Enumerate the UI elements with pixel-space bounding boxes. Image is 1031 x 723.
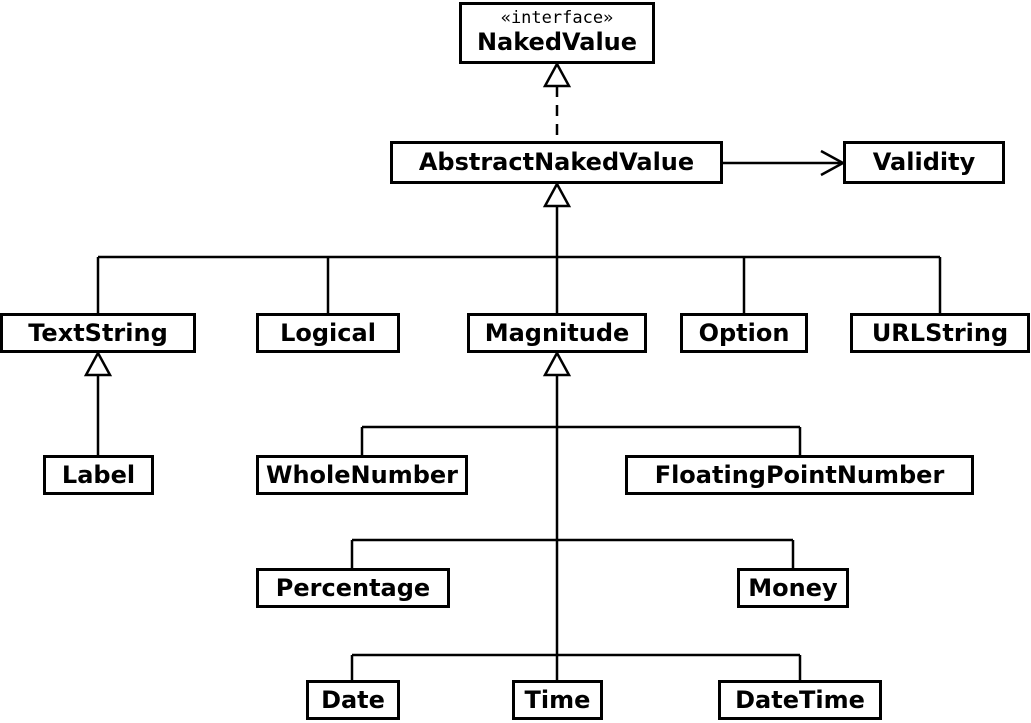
class-money: Money	[737, 568, 849, 608]
class-logical-name: Logical	[280, 318, 376, 347]
class-abstractnakedvalue-name: AbstractNakedValue	[418, 148, 695, 177]
class-wholenumber-name: WholeNumber	[265, 460, 459, 489]
class-datetime: DateTime	[718, 680, 882, 720]
class-validity-name: Validity	[872, 148, 976, 177]
class-validity: Validity	[843, 141, 1005, 184]
class-datetime-name: DateTime	[735, 685, 865, 714]
class-option-name: Option	[698, 318, 790, 347]
class-date-name: Date	[321, 685, 385, 714]
class-option: Option	[680, 313, 808, 353]
class-textstring-name: TextString	[28, 318, 168, 347]
class-nakedvalue-name: NakedValue	[476, 28, 638, 57]
class-nakedvalue-stereotype: «interface»	[500, 8, 614, 29]
class-urlstring: URLString	[850, 313, 1030, 353]
class-floatingpointnumber-name: FloatingPointNumber	[654, 460, 945, 489]
class-floatingpointnumber: FloatingPointNumber	[625, 455, 974, 495]
class-time: Time	[512, 680, 603, 720]
class-textstring: TextString	[0, 313, 196, 353]
class-magnitude-name: Magnitude	[484, 318, 630, 347]
class-money-name: Money	[748, 573, 838, 602]
generalization-arrowhead-textstring	[83, 350, 113, 377]
class-time-name: Time	[524, 685, 591, 714]
class-label-name: Label	[61, 460, 136, 489]
class-percentage-name: Percentage	[275, 573, 431, 602]
class-percentage: Percentage	[256, 568, 450, 608]
class-abstractnakedvalue: AbstractNakedValue	[390, 141, 723, 184]
class-date: Date	[306, 680, 400, 720]
generalization-arrowhead-abstract	[542, 181, 572, 208]
realization-arrowhead	[542, 61, 572, 88]
generalization-arrowhead-magnitude	[542, 350, 572, 377]
class-magnitude: Magnitude	[467, 313, 647, 353]
class-nakedvalue: «interface» NakedValue	[459, 2, 655, 64]
class-wholenumber: WholeNumber	[256, 455, 468, 495]
class-logical: Logical	[256, 313, 400, 353]
class-urlstring-name: URLString	[871, 318, 1009, 347]
class-label: Label	[43, 455, 154, 495]
